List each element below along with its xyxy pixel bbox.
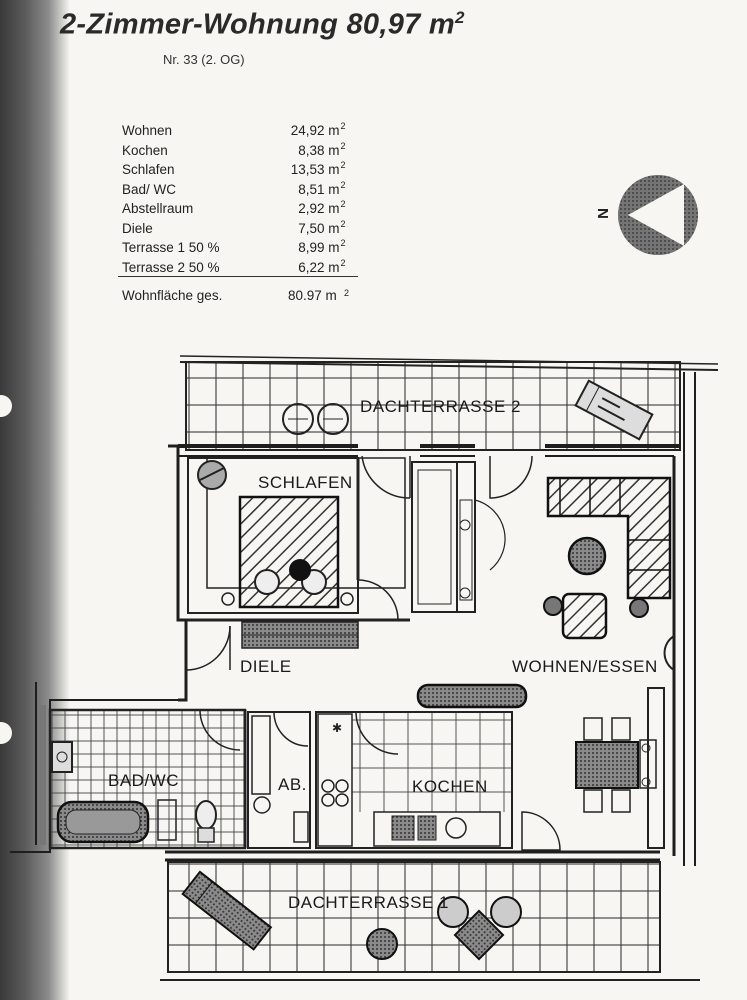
area-name: Terrasse 1 50 % <box>122 240 220 256</box>
compass-icon <box>618 175 698 255</box>
area-name: Bad/ WC <box>122 181 177 197</box>
dachterrasse-2 <box>179 355 719 451</box>
kochen-room: ✱ <box>315 711 513 849</box>
area-name: Schlafen <box>122 162 175 178</box>
abstellraum-room <box>247 711 311 849</box>
sum-divider <box>118 276 358 277</box>
page-title: 2-Zimmer-Wohnung 80,97 m2 <box>60 8 465 41</box>
plant-icon <box>663 635 675 671</box>
total-area-row: Wohnfläche ges. 80.97 m 2 <box>122 288 357 303</box>
patio-chair-icon <box>282 403 314 435</box>
round-table-icon <box>567 536 607 576</box>
patio-chair-icon <box>317 403 349 435</box>
area-value: 8,99 m <box>298 240 340 256</box>
washer-icon <box>445 817 467 839</box>
total-area-label: Wohnfläche ges. <box>122 288 223 303</box>
area-value: 24,92 m <box>290 123 340 139</box>
label-schlafen: SCHLAFEN <box>258 473 353 492</box>
patio-table-icon <box>437 896 522 961</box>
area-value: 8,38 m <box>298 142 340 158</box>
label-dachterrasse-1: DACHTERRASSE 1 <box>288 893 449 912</box>
deck-chair-icon <box>574 379 654 441</box>
sink-icon <box>51 741 73 773</box>
sofa-icon <box>546 476 672 600</box>
area-value: 6,22 m <box>298 259 340 275</box>
side-table-icon <box>629 598 649 618</box>
diele-room <box>185 618 410 671</box>
label-diele: DIELE <box>240 657 292 676</box>
dachterrasse-1 <box>160 861 700 981</box>
apartment-number: Nr. 33 (2. OG) <box>163 52 245 67</box>
deck-chair-icon <box>181 870 273 951</box>
punch-hole <box>0 722 12 744</box>
label-wohnen-essen: WOHNEN/ESSEN <box>512 657 658 676</box>
area-name: Diele <box>122 220 153 236</box>
area-unit: 2 <box>340 121 346 131</box>
punch-hole <box>0 395 12 417</box>
area-unit: 2 <box>340 238 346 248</box>
area-unit: 2 <box>340 160 346 170</box>
area-name: Wohnen <box>122 123 173 139</box>
area-unit: 2 <box>340 140 346 151</box>
area-value: 2,92 m <box>298 201 340 217</box>
total-area-unit: 2 <box>344 288 350 298</box>
area-unit: 2 <box>340 199 346 209</box>
wohnen-essen-room <box>416 476 675 851</box>
label-kochen: KOCHEN <box>412 777 488 796</box>
sink-icon <box>391 815 415 841</box>
wardrobe <box>411 455 533 613</box>
armchair-icon <box>561 592 608 640</box>
fridge-mark: ✱ <box>332 721 342 735</box>
area-value: 13,53 m <box>290 162 340 178</box>
toilet-icon <box>195 800 217 843</box>
stove-icon <box>321 779 349 807</box>
area-name: Terrasse 2 50 % <box>122 259 220 275</box>
area-unit: 2 <box>340 218 346 229</box>
area-value: 7,50 m <box>298 220 340 236</box>
bad-wc-room <box>40 705 247 850</box>
area-unit: 2 <box>340 257 346 268</box>
label-bad-wc: BAD/WC <box>108 771 179 790</box>
area-name: Abstellraum <box>122 201 194 217</box>
label-abstellraum: AB. <box>278 775 307 794</box>
sideboard-icon <box>416 683 528 709</box>
schlafen-room <box>187 455 411 621</box>
lamp-icon <box>340 592 354 606</box>
area-name: Kochen <box>122 142 168 158</box>
bed-icon <box>238 495 340 609</box>
label-dachterrasse-2: DACHTERRASSE 2 <box>360 397 521 416</box>
side-table-icon <box>543 596 563 616</box>
plant-icon <box>197 460 227 490</box>
lamp-icon <box>221 592 235 606</box>
total-area-value: 80.97 m <box>288 288 337 303</box>
area-unit: 2 <box>340 179 346 190</box>
patio-chair-icon <box>366 928 398 960</box>
dining-table-icon <box>575 717 657 813</box>
area-value: 8,51 m <box>298 181 340 197</box>
bathtub-icon <box>56 800 150 844</box>
